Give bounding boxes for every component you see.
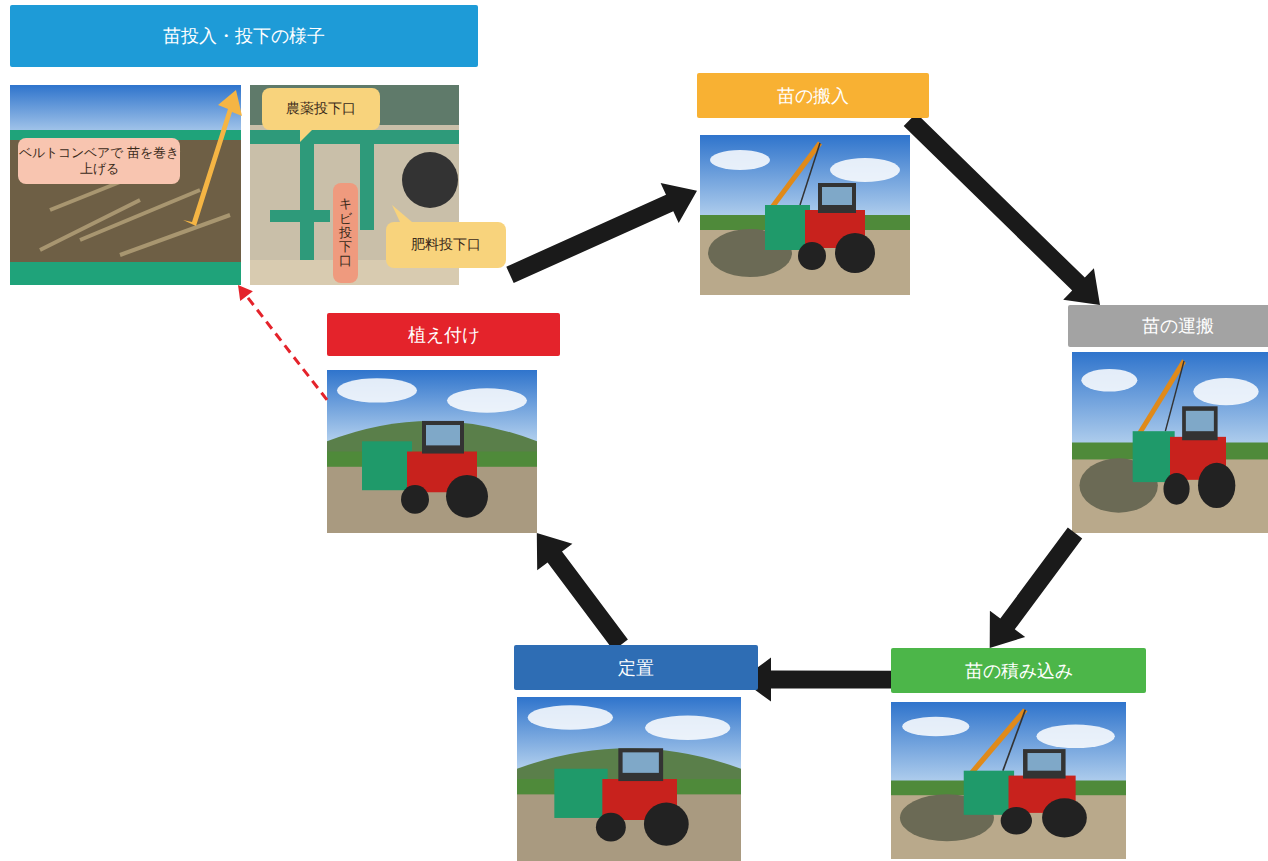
flow-arrow [990, 528, 1082, 648]
block-arrow [990, 528, 1082, 648]
step-heading: 苗投入・投下の様子 [10, 5, 478, 67]
section-group: 苗投入・投下の様子ベルトコンベアで 苗を巻き上げる 農薬投下口キビ投下口肥料投下口 [10, 5, 510, 285]
arrow-head [238, 285, 253, 301]
callout-box: ベルトコンベアで 苗を巻き上げる [18, 138, 180, 184]
callout-text: 肥料投下口 [411, 236, 481, 254]
step-group: 植え付け [327, 313, 540, 533]
step-heading: 定置 [514, 645, 758, 690]
callout-box: キビ投下口 [333, 183, 358, 283]
step-group: 定置 [514, 645, 741, 861]
callout-text: ベルトコンベアで 苗を巻き上げる [18, 145, 180, 178]
step-heading: 苗の運搬 [1068, 305, 1268, 347]
block-arrow [904, 113, 1100, 305]
block-arrow [506, 183, 697, 283]
flow-arrow [537, 533, 628, 650]
flow-arrow [904, 113, 1100, 305]
callout-box: 農薬投下口 [262, 88, 380, 130]
step-group: 苗の搬入 [697, 73, 910, 295]
block-arrow [741, 658, 891, 702]
step-group: 苗の積み込み [891, 648, 1126, 859]
callout-box: 肥料投下口 [386, 222, 506, 268]
arrow-line [247, 296, 327, 400]
positioning-photo [517, 697, 741, 861]
planting-photo [327, 370, 537, 533]
step-group: 苗の運搬 [1068, 305, 1268, 533]
return-arrow [238, 285, 327, 400]
step-heading: 植え付け [327, 313, 560, 356]
block-arrow [537, 533, 628, 650]
loading-photo [891, 702, 1126, 859]
carry-in-photo [700, 135, 910, 295]
flow-arrow [741, 658, 891, 702]
callout-text: キビ投下口 [339, 197, 352, 268]
flow-arrow [506, 183, 697, 283]
transport-photo [1072, 352, 1268, 533]
step-heading: 苗の積み込み [891, 648, 1146, 693]
step-heading: 苗の搬入 [697, 73, 929, 118]
callout-text: 農薬投下口 [286, 100, 356, 118]
conveyor-photo [10, 85, 242, 285]
